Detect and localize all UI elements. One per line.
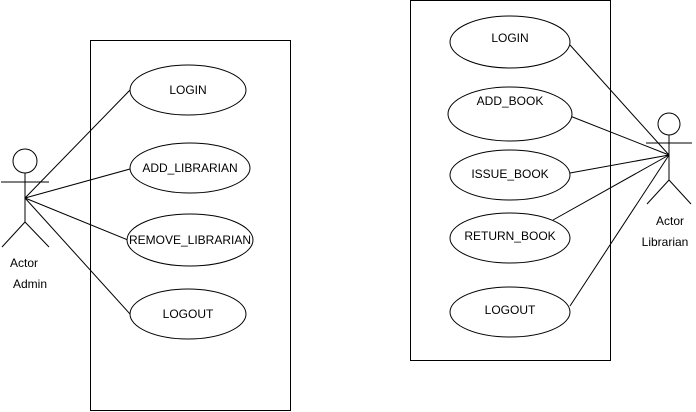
use-case-logout[interactable]: LOGOUT (449, 286, 571, 338)
librarian-association-return-book (552, 154, 670, 221)
admin-association-add-librarian (24, 168, 131, 199)
librarian-association-login (569, 44, 670, 156)
actor-head-icon (657, 112, 681, 136)
admin-system: LOGIN ADD_LIBRARIAN REMOVE_LIBRARIAN LOG… (1, 40, 291, 411)
use-case-ellipse[interactable] (129, 64, 247, 116)
use-case-label: LOGIN (169, 83, 206, 97)
actor-right-leg (24, 221, 50, 248)
use-case-label: RETURN_BOOK (464, 229, 555, 243)
use-case-label: ISSUE_BOOK (471, 167, 548, 181)
use-case-ellipse[interactable] (449, 149, 571, 201)
admin-association-remove-librarian (24, 197, 129, 241)
use-case-ellipse[interactable] (449, 15, 571, 69)
use-case-ellipse[interactable] (129, 142, 251, 194)
use-case-ellipse[interactable] (126, 213, 254, 267)
use-case-label: ADD_LIBRARIAN (142, 161, 237, 175)
librarian-actor[interactable]: Actor Librarian (642, 112, 692, 249)
use-case-label: LOGIN (491, 31, 528, 45)
use-case-add-book[interactable]: ADD_BOOK (447, 86, 573, 142)
use-case-login[interactable]: LOGIN (449, 15, 571, 69)
use-case-login[interactable]: LOGIN (129, 64, 247, 116)
use-case-ellipse[interactable] (449, 286, 571, 338)
librarian-system: LOGIN ADD_BOOK ISSUE_BOOK RETURN_BOOK LO… (410, 0, 692, 361)
actor-role-label: Actor (656, 214, 684, 228)
actor-name-label: Librarian (642, 235, 689, 249)
admin-association-logout (24, 197, 131, 315)
use-case-remove-librarian[interactable]: REMOVE_LIBRARIAN (126, 213, 254, 267)
use-case-ellipse[interactable] (449, 212, 571, 264)
actor-head-icon (12, 148, 38, 174)
use-case-label: ADD_BOOK (477, 94, 544, 108)
use-case-label: REMOVE_LIBRARIAN (129, 233, 251, 247)
use-case-label: LOGOUT (163, 307, 214, 321)
use-case-ellipse[interactable] (447, 86, 573, 142)
use-case-return-book[interactable]: RETURN_BOOK (449, 212, 571, 264)
librarian-association-logout (569, 154, 670, 307)
actor-role-label: Actor (10, 256, 38, 270)
use-case-add-librarian[interactable]: ADD_LIBRARIAN (129, 142, 251, 194)
use-case-label: LOGOUT (485, 303, 536, 317)
use-case-issue-book[interactable]: ISSUE_BOOK (449, 149, 571, 201)
admin-association-login (24, 87, 133, 199)
use-case-ellipse[interactable] (129, 288, 247, 340)
actor-name-label: Admin (13, 277, 47, 291)
actor-right-leg (668, 179, 692, 205)
use-case-logout[interactable]: LOGOUT (129, 288, 247, 340)
actor-left-leg (1, 221, 26, 248)
librarian-association-add-book (569, 115, 670, 156)
actor-left-leg (646, 179, 670, 205)
librarian-association-issue-book (569, 154, 670, 174)
admin-actor[interactable]: Actor Admin (1, 148, 50, 291)
